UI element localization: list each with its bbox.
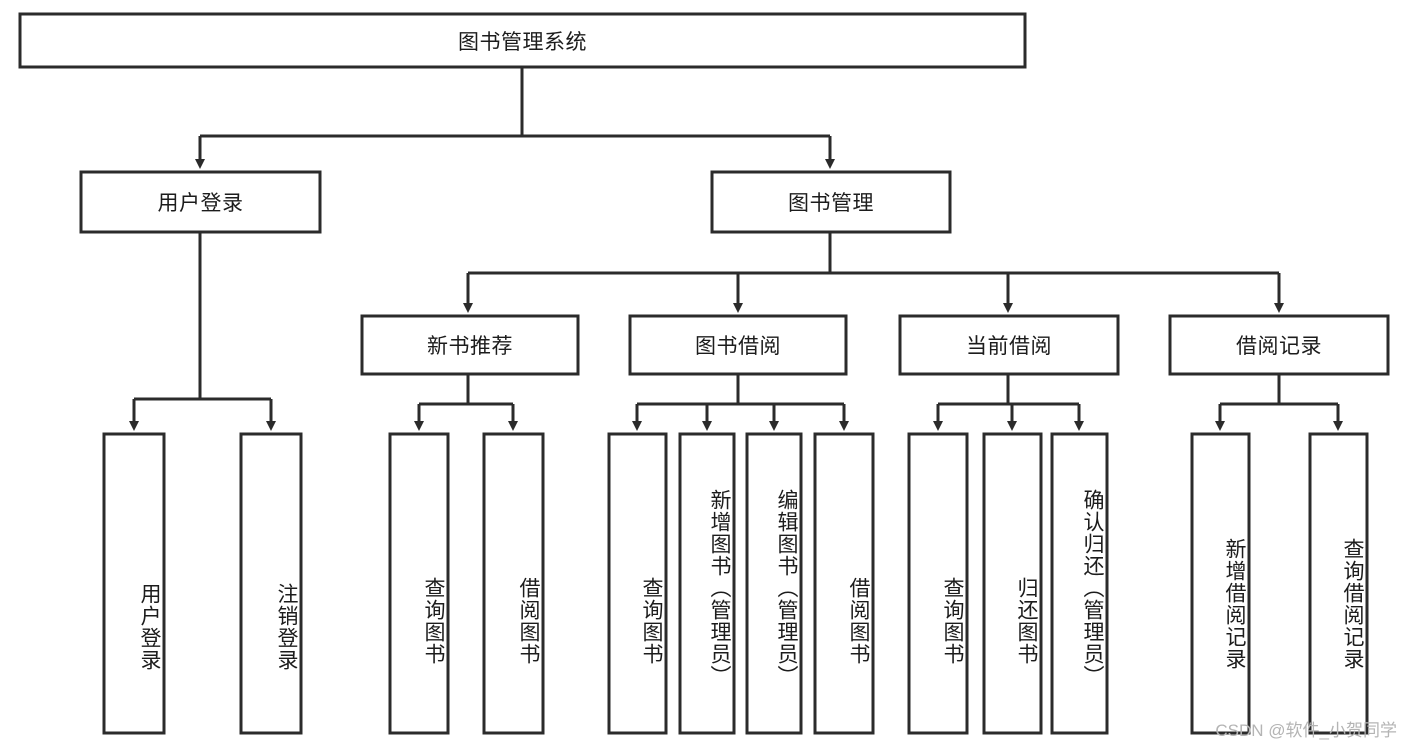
node-root-box[interactable] <box>18 12 1027 69</box>
leaf-add-record-box[interactable] <box>1190 432 1251 735</box>
node-book-borrow-box[interactable] <box>628 314 848 376</box>
leaf-borrow-book-a-box[interactable] <box>482 432 545 735</box>
leaf-query-book-a-box[interactable] <box>388 432 450 735</box>
leaf-borrow-book-b-box[interactable] <box>813 432 875 735</box>
node-borrow-record-box[interactable] <box>1168 314 1390 376</box>
leaf-query-record-box[interactable] <box>1308 432 1369 735</box>
leaf-edit-book-box[interactable] <box>745 432 803 735</box>
leaf-query-book-c-box[interactable] <box>907 432 969 735</box>
leaf-logout-box[interactable] <box>239 432 303 735</box>
node-new-book-rec-box[interactable] <box>360 314 580 376</box>
leaf-user-login-box[interactable] <box>102 432 166 735</box>
leaf-confirm-return-box[interactable] <box>1050 432 1109 735</box>
node-book-management-box[interactable] <box>710 170 952 234</box>
node-user-login-box[interactable] <box>79 170 322 234</box>
leaf-query-book-b-box[interactable] <box>607 432 668 735</box>
leaf-add-book-box[interactable] <box>678 432 736 735</box>
node-current-borrow-box[interactable] <box>898 314 1120 376</box>
leaf-return-book-box[interactable] <box>982 432 1043 735</box>
